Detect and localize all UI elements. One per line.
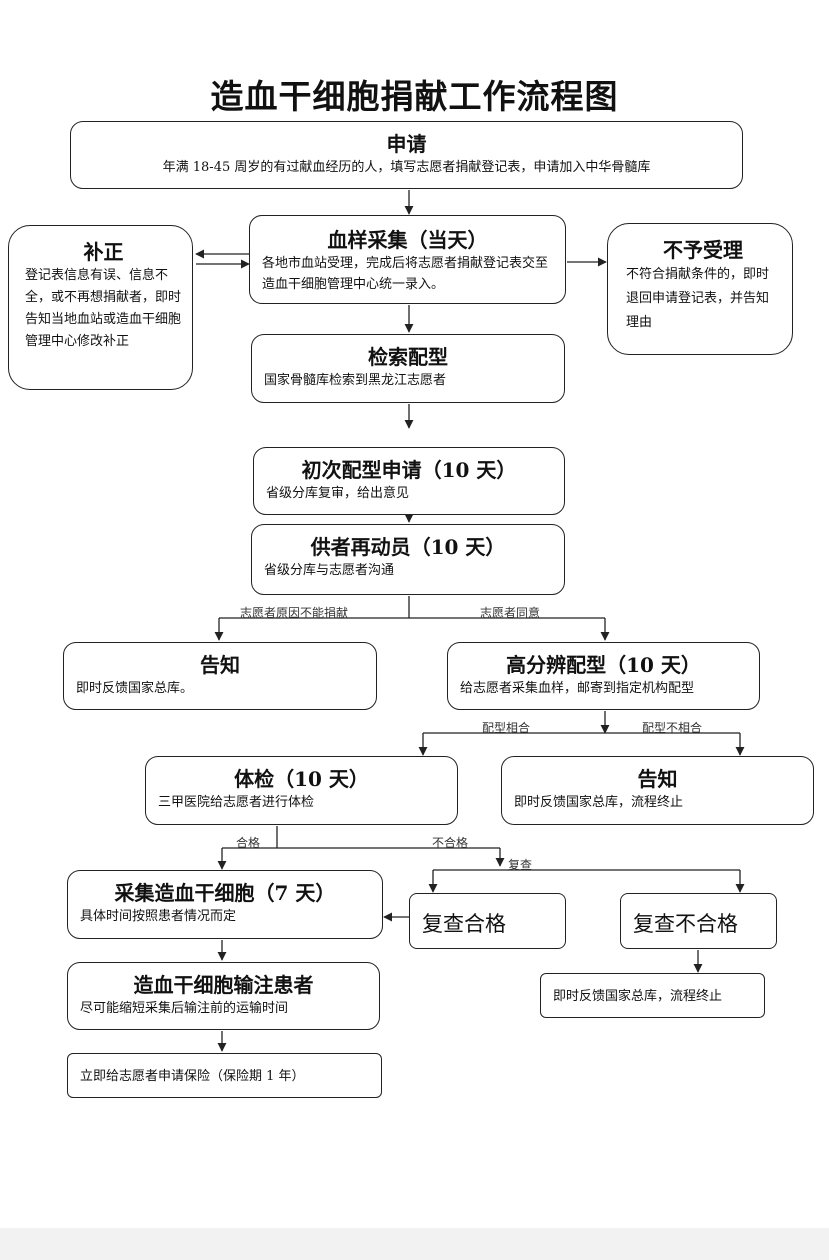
hires-desc: 给志愿者采集血样，邮寄到指定机构配型 [460, 681, 695, 696]
correction-desc: 登记表信息有误、信息不全，或不再想捐献者，即时告知当地血站或造血干细胞管理中心修… [25, 268, 182, 349]
exam-box: 体检（10 天） 三甲医院给志愿者进行体检 [145, 756, 458, 825]
recheck-fail-label: 复查不合格 [633, 912, 738, 936]
reject-box: 不予受理 不符合捐献条件的，即时退回申请登记表，并告知理由 [607, 223, 793, 355]
reject-desc: 不符合捐献条件的，即时退回申请登记表，并告知理由 [626, 267, 770, 330]
notify1-box: 告知 即时反馈国家总库。 [63, 642, 377, 710]
remobilize-box: 供者再动员（10 天） 省级分库与志愿者沟通 [251, 524, 565, 595]
hires-box: 高分辨配型（10 天） 给志愿者采集血样，邮寄到指定机构配型 [447, 642, 760, 710]
blood-sample-box: 血样采集（当天） 各地市血站受理，完成后将志愿者捐献登记表交至造血干细胞管理中心… [249, 215, 566, 304]
apply-desc: 年满 18-45 周岁的有过献血经历的人，填写志愿者捐献登记表，申请加入中华骨髓… [162, 160, 651, 175]
label-pass: 合格 [236, 836, 261, 850]
exam-heading: 体检（10 天） [234, 767, 369, 791]
blood-sample-heading: 血样采集（当天） [327, 228, 488, 252]
insurance-text: 立即给志愿者申请保险（保险期 1 年） [80, 1069, 305, 1084]
label-nomatch: 配型不相合 [642, 721, 703, 735]
correction-heading: 补正 [83, 240, 124, 264]
final-notify-box: 即时反馈国家总库，流程终止 [540, 973, 765, 1018]
search-heading: 检索配型 [368, 345, 448, 369]
collect-heading: 采集造血干细胞（7 天） [114, 881, 336, 905]
infuse-box: 造血干细胞输注患者 尽可能缩短采集后输注前的运输时间 [67, 962, 380, 1030]
search-box: 检索配型 国家骨髓库检索到黑龙江志愿者 [251, 334, 565, 403]
apply-heading: 申请 [386, 132, 427, 156]
infuse-heading: 造血干细胞输注患者 [133, 973, 314, 997]
label-agree: 志愿者同意 [480, 606, 541, 620]
remobilize-heading: 供者再动员（10 天） [310, 535, 506, 559]
insurance-box: 立即给志愿者申请保险（保险期 1 年） [67, 1053, 382, 1098]
search-desc: 国家骨髓库检索到黑龙江志愿者 [264, 373, 447, 388]
hires-heading: 高分辨配型（10 天） [506, 653, 701, 677]
final-notify-text: 即时反馈国家总库，流程终止 [553, 989, 723, 1004]
recheck-pass-label: 复查合格 [422, 912, 506, 936]
label-fail: 不合格 [432, 836, 469, 850]
label-recheck: 复查 [508, 858, 533, 872]
correction-box: 补正 登记表信息有误、信息不全，或不再想捐献者，即时告知当地血站或造血干细胞管理… [8, 225, 193, 390]
footer-bar [0, 1228, 829, 1260]
notify1-desc: 即时反馈国家总库。 [76, 681, 194, 696]
page-title: 造血干细胞捐献工作流程图 [210, 77, 619, 116]
blood-sample-desc: 各地市血站受理，完成后将志愿者捐献登记表交至造血干细胞管理中心统一录入。 [262, 256, 549, 292]
reject-heading: 不予受理 [663, 238, 743, 262]
recheck-fail-box: 复查不合格 [620, 893, 777, 949]
collect-desc: 具体时间按照患者情况而定 [80, 909, 237, 924]
notify2-box: 告知 即时反馈国家总库，流程终止 [501, 756, 814, 825]
initial-match-desc: 省级分库复审，给出意见 [266, 486, 410, 501]
collect-box: 采集造血干细胞（7 天） 具体时间按照患者情况而定 [67, 870, 383, 939]
recheck-pass-box: 复查合格 [409, 893, 566, 949]
remobilize-desc: 省级分库与志愿者沟通 [264, 563, 395, 578]
initial-match-heading: 初次配型申请（10 天） [301, 458, 517, 482]
exam-desc: 三甲医院给志愿者进行体检 [158, 795, 315, 810]
label-match: 配型相合 [482, 721, 531, 735]
notify2-desc: 即时反馈国家总库，流程终止 [514, 795, 684, 810]
label-cannot-donate: 志愿者原因不能捐献 [240, 606, 349, 620]
notify1-heading: 告知 [200, 653, 240, 677]
initial-match-box: 初次配型申请（10 天） 省级分库复审，给出意见 [253, 447, 565, 515]
apply-box: 申请 年满 18-45 周岁的有过献血经历的人，填写志愿者捐献登记表，申请加入中… [70, 121, 743, 189]
infuse-desc: 尽可能缩短采集后输注前的运输时间 [80, 1001, 289, 1016]
notify2-heading: 告知 [637, 767, 678, 791]
